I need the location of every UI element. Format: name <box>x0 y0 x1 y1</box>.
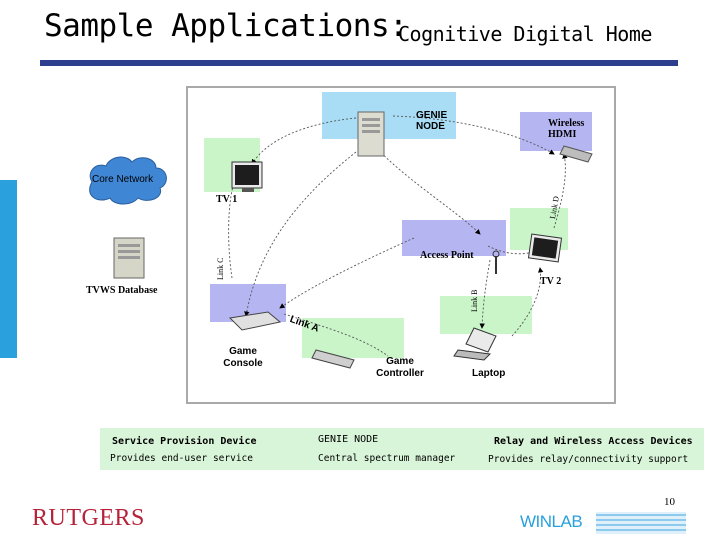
legend-desc-relay: Provides relay/connectivity support <box>488 454 689 465</box>
link-c-label: Link C <box>216 257 225 280</box>
link-d <box>553 153 568 229</box>
tv1-icon <box>231 161 263 192</box>
legend-desc-genie: Central spectrum manager <box>318 453 456 464</box>
winlab-logo-text: WINLAB <box>520 512 583 531</box>
legend-heading-relay: Relay and Wireless Access Devices <box>494 436 693 447</box>
page-number: 10 <box>664 496 675 508</box>
legend-desc-service: Provides end-user service <box>110 453 253 464</box>
link-genie-tv1 <box>251 117 357 165</box>
legend: Service Provision Device Provides end-us… <box>100 428 704 470</box>
diagram-links <box>228 111 593 369</box>
slide-title: Sample Applications: <box>44 8 408 44</box>
laptop-icon <box>453 327 497 361</box>
tvws-database-server-icon <box>113 237 145 279</box>
link-genie-console <box>244 151 357 317</box>
genie-region <box>322 92 456 139</box>
link-b <box>479 259 491 329</box>
access-point-icon <box>492 250 500 274</box>
legend-heading-service: Service Provision Device <box>112 436 257 447</box>
tv2-label: TV 2 <box>540 276 562 287</box>
tvws-database-label: TVWS Database <box>86 285 158 296</box>
link-access-console <box>279 237 415 309</box>
link-b-label: Link B <box>470 289 479 312</box>
wireless-hdmi-label: Wireless HDMI <box>548 118 585 140</box>
game-controller-label: Game Controller <box>376 356 424 379</box>
link-genie-hdmi <box>392 115 555 155</box>
access-point-label: Access Point <box>420 250 474 261</box>
core-network-label: Core Network <box>92 174 154 185</box>
game-console-icon <box>228 311 282 331</box>
tv2-icon <box>527 233 563 263</box>
hdmi-device-icon <box>559 145 593 163</box>
access-point-region <box>402 220 506 256</box>
hdmi-region <box>520 112 592 151</box>
legend-heading-genie: GENIE NODE <box>318 434 379 445</box>
side-accent-bar <box>0 180 17 358</box>
link-c <box>228 173 239 279</box>
game-controller-icon <box>311 349 355 369</box>
link-genie-access-point <box>372 143 481 235</box>
network-diagram: GENIE NODE Wireless HDMI TV 1 Access Poi… <box>186 86 616 404</box>
tv1-label: TV 1 <box>216 194 238 205</box>
winlab-stripes-icon <box>596 512 686 534</box>
title-underline <box>40 60 678 66</box>
link-laptop-tv2 <box>511 267 544 337</box>
genie-node-label: GENIE NODE <box>416 110 448 132</box>
game-console-label: Game Console <box>223 346 263 369</box>
slide-subtitle: Cognitive Digital Home <box>398 22 652 46</box>
winlab-logo: WINLAB <box>520 510 686 536</box>
core-network-cloud-icon <box>89 156 167 205</box>
genie-server-icon <box>357 111 385 157</box>
rutgers-logo: RUTGERS <box>32 505 145 531</box>
laptop-region <box>440 296 532 334</box>
laptop-label: Laptop <box>472 368 506 379</box>
